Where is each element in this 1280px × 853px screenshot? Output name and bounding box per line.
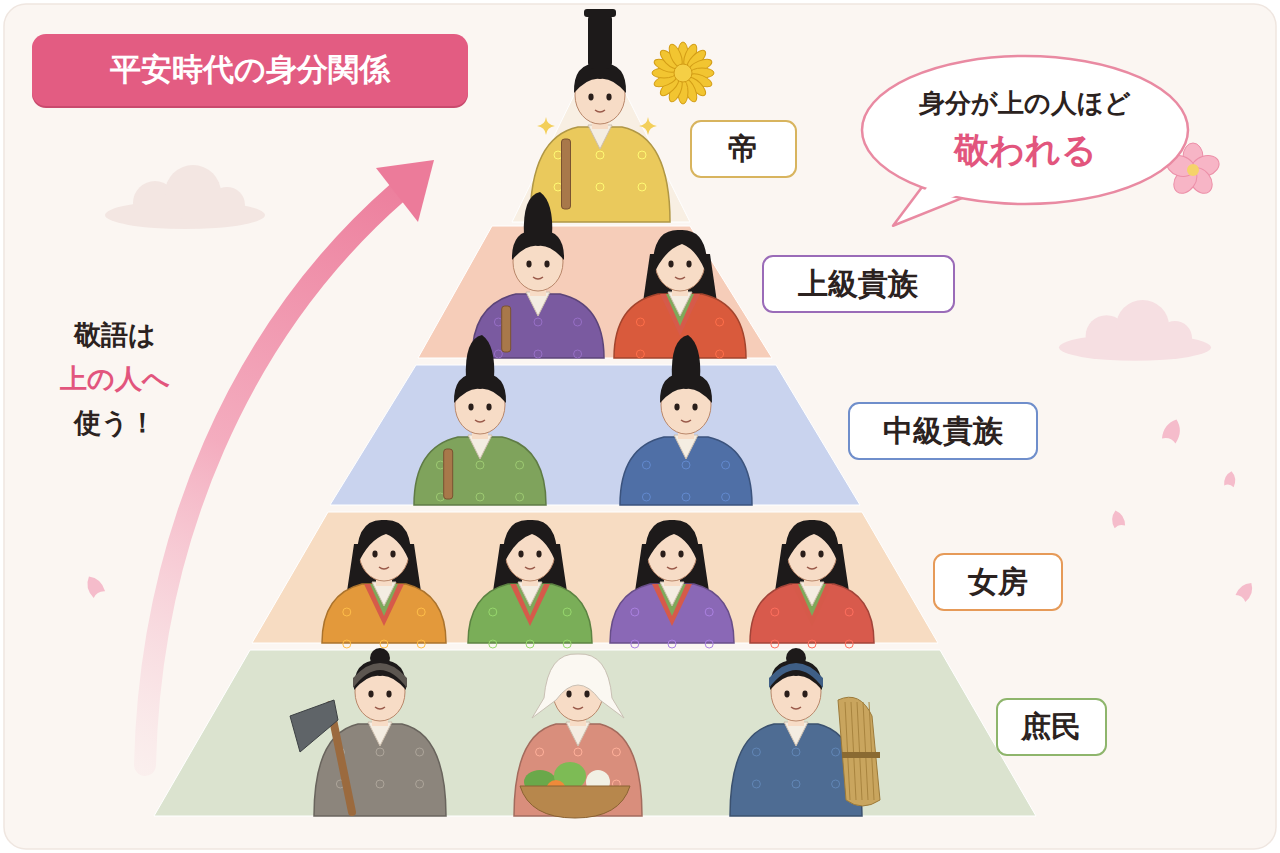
pyramid-band: [330, 365, 860, 505]
sparkle: [639, 117, 657, 135]
petal: [1224, 470, 1237, 487]
rank-label-box: 帝: [690, 120, 797, 178]
title: 平安時代の身分関係: [32, 34, 468, 106]
arrow-head: [376, 160, 434, 222]
person-figure: [530, 9, 670, 222]
vegetable-basket: [520, 762, 630, 818]
speech-bubble: 身分が上の人ほど敬われる: [860, 54, 1190, 206]
person-figure: [414, 335, 546, 505]
side-note: 敬語は: [74, 317, 156, 353]
chrysanthemum-crest: [652, 42, 714, 104]
rank-label: 帝: [728, 129, 758, 170]
side-note: 使う！: [74, 405, 156, 441]
rank-label-box: 庶民: [996, 698, 1107, 756]
person-figure: [750, 520, 874, 648]
side-note: 上の人へ: [60, 361, 170, 397]
hoe: [290, 700, 352, 812]
petal: [83, 573, 106, 599]
rank-label: 女房: [968, 562, 1028, 603]
cloud: [1059, 300, 1211, 361]
person-figure: [468, 520, 592, 648]
petal: [1235, 579, 1257, 602]
cloud: [105, 165, 265, 229]
pyramid-band: [252, 512, 938, 643]
rank-label-box: 上級貴族: [762, 255, 955, 313]
person-figure: [614, 230, 746, 358]
straw-bundle: [838, 697, 880, 806]
rank-label-box: 女房: [933, 553, 1063, 611]
person-figure: [322, 520, 446, 648]
rank-label-box: 中級貴族: [848, 402, 1038, 460]
petal: [1110, 509, 1126, 529]
person-figure: [620, 335, 752, 505]
background: [4, 4, 1276, 849]
bubble-text: 身分が上の人ほど: [919, 86, 1131, 121]
bubble-emphasis: 敬われる: [954, 127, 1097, 174]
rank-label: 庶民: [1021, 707, 1081, 748]
rank-label: 中級貴族: [883, 411, 1003, 452]
person-figure: [610, 520, 734, 648]
person-figure: [314, 648, 446, 816]
rank-label: 上級貴族: [798, 264, 918, 305]
sparkle: [537, 117, 555, 135]
person-figure: [472, 192, 604, 358]
petal: [1161, 417, 1184, 444]
pyramid-band: [418, 226, 772, 358]
